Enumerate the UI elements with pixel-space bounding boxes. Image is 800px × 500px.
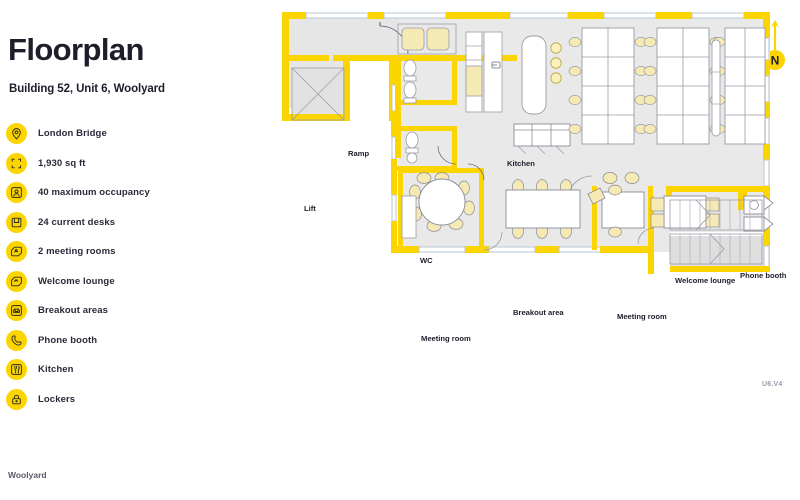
locker-icon [6,388,27,410]
legend-item-meeting-rooms[interactable]: 2 meeting rooms [0,237,270,267]
meeting-room-small [569,172,645,238]
plan-reference-code: U6.V4 [762,381,783,388]
legend-item-breakout[interactable]: Breakout areas [0,296,270,326]
welcome-lounge [650,195,720,229]
compass-label: N [771,53,780,67]
desk-bank-2 [643,27,723,145]
legend-item-lockers[interactable]: Lockers [0,385,270,415]
phone-icon [6,329,27,351]
area-frame-icon [6,152,27,174]
desk-divider-screen [711,39,721,137]
desk-bank-1 [568,27,648,145]
meeting-room-large [401,163,485,239]
legend-item-phone-booth[interactable]: Phone booth [0,326,270,356]
legend-item-label: 40 maximum occupancy [38,187,150,199]
desk-bank-3 [712,27,766,145]
welcome-lounge-icon [6,270,27,292]
legend-item-welcome-lounge[interactable]: Welcome lounge [0,267,270,297]
legend-item-area[interactable]: 1,930 sq ft [0,149,270,179]
legend-item-desks[interactable]: 24 current desks [0,208,270,238]
desk-icon [6,211,27,233]
legend-item-label: Lockers [38,393,76,405]
legend-item-kitchen[interactable]: Kitchen [0,355,270,385]
legend-item-label: 2 meeting rooms [38,246,116,258]
interior-walls [395,58,743,250]
legend-item-label: 24 current desks [38,216,116,228]
round-table-chairs [409,172,475,232]
legend-item-label: 1,930 sq ft [38,157,86,169]
page-subtitle: Building 52, Unit 6, Woolyard [9,83,165,95]
info-panel: Floorplan Building 52, Unit 6, Woolyard … [0,0,270,500]
meeting-room-icon [6,241,27,263]
misc-lines [483,227,655,251]
footer-building-name: Woolyard [8,470,47,480]
floorplan[interactable]: Ramp Lift WC Kitchen Meeting room Breako… [270,0,800,500]
legend-item-label: Kitchen [38,364,74,376]
legend-item-location[interactable]: London Bridge [0,119,270,149]
kitchen-fixtures [465,31,562,115]
breakout-area [505,179,581,239]
legend-list: London Bridge 1,930 sq ft 40 maximum occ… [0,119,270,414]
legend-item-label: Phone booth [38,334,98,346]
location-pin-icon [6,123,27,145]
sofa-icon [6,300,27,322]
legend-item-occupancy[interactable]: 40 maximum occupancy [0,178,270,208]
legend-item-label: Breakout areas [38,305,109,317]
lift [291,67,345,121]
floorplan-drawing[interactable] [270,0,800,500]
page-title: Floorplan [8,32,144,67]
kitchen-icon [6,359,27,381]
lockers [513,123,571,155]
person-icon [6,182,27,204]
legend-item-label: Welcome lounge [38,275,115,287]
legend-item-label: London Bridge [38,128,107,140]
wc-fixtures [397,23,457,165]
stairs [669,199,763,265]
phone-booth [743,195,774,232]
